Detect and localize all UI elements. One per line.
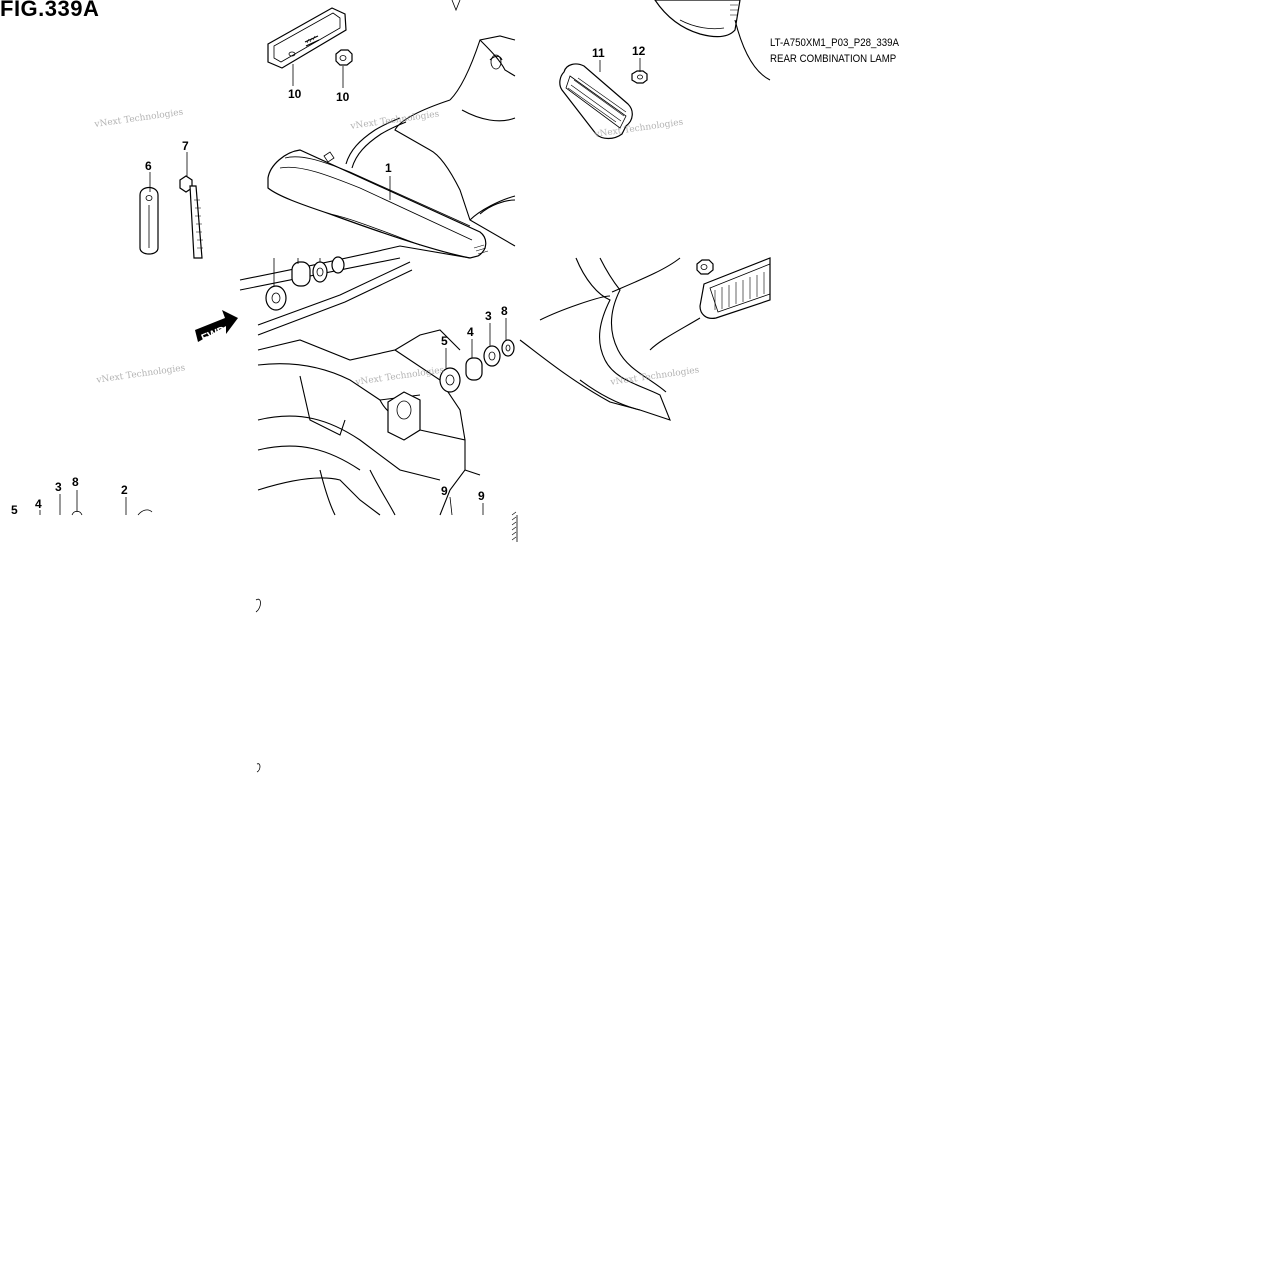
clamp-6 [139,186,159,255]
watermark: vNext Technologies [95,363,186,386]
callout-3: 3 [55,480,62,494]
forward-direction-arrow: FWD [195,310,238,345]
reflector-11 [559,63,633,140]
grommet-set-lower [439,339,515,393]
callout-2: 2 [121,483,128,497]
fender-bracket-right [519,257,701,421]
watermark: vNext Technologies [609,365,700,388]
drawing-code: LT-A750XM1_P03_P28_339A [770,37,899,49]
cable-tie-7 [179,175,203,259]
callout-11: 11 [592,46,605,60]
nut-10-top [335,49,353,66]
watermark: vNext Technologies [93,108,184,131]
lamp-housing-top-right [654,0,771,81]
vehicle-frame-lower [257,261,481,516]
callout-8: 8 [501,304,508,318]
watermark: vNext Technologies [354,365,445,388]
figure-caption: REAR COMBINATION LAMP [770,53,897,65]
rear-combination-lamp [267,117,489,259]
callout-10: 9 [441,484,448,498]
callout-6: 6 [145,159,152,173]
callout-5: 5 [441,334,448,348]
callout-9: 9 [478,489,485,503]
callout-12: 12 [632,44,646,58]
watermark: vNext Technologies [349,109,440,132]
reflector-plate-top [267,7,347,69]
callout-10: 10 [336,90,350,104]
callout-1: 1 [385,161,392,175]
callout-3: 3 [485,309,492,323]
callout-9: 10 [288,87,302,101]
callout-4: 4 [467,325,474,339]
callout-5: 5 [11,503,18,517]
nut-12 [631,70,648,84]
callout-8: 8 [72,475,79,489]
nut-right-lower [696,259,714,275]
callout-7: 7 [182,139,189,153]
grommet-set-upper [265,256,345,311]
reflector-right-lower [699,257,771,319]
callout-4: 4 [35,497,42,511]
vehicle-frame-upper [239,35,516,291]
figure-title: FIG.339A [0,0,100,21]
